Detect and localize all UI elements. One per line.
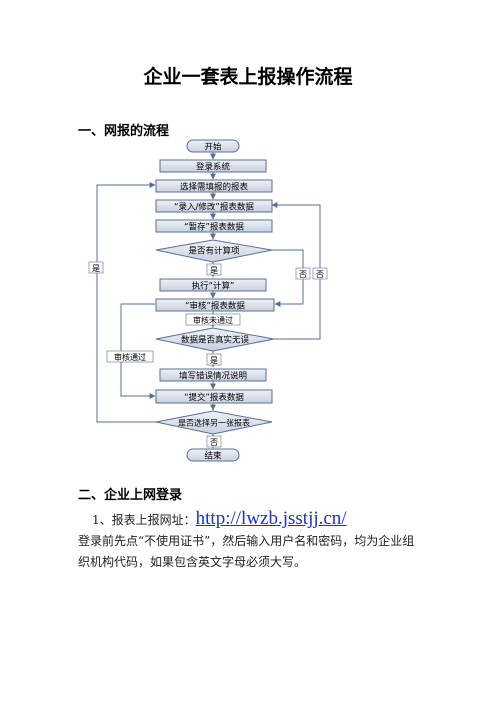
edge-label-data-no: 否	[316, 270, 324, 279]
section-heading-flow: 一、网报的流程	[78, 124, 170, 139]
flow-login-label: 登录系统	[196, 162, 231, 173]
flow-login	[159, 159, 267, 173]
flow-audit-label: “审核”报表数据	[185, 301, 245, 312]
edge-label-audit-fail: 审核未通过	[193, 315, 233, 325]
flow-exec-calc-label: 执行“计算”	[192, 281, 235, 292]
edge-label-choose-yes: 是	[92, 264, 100, 273]
section-heading-login: 二、企业上网登录	[78, 488, 183, 503]
flow-submit	[155, 389, 273, 404]
flow-input	[155, 199, 273, 213]
url-prefix: 1、报表上报网址：	[92, 513, 196, 527]
edge-label-choose-no: 否	[210, 438, 218, 447]
flow-fill-explain	[159, 368, 267, 382]
flow-end-label: 结束	[204, 451, 222, 462]
page-title: 企业一套表上报操作流程	[143, 66, 353, 88]
flow-submit-label: “提交”报表数据	[184, 392, 244, 403]
instruction-line-2: 织机构代码，如果包含英文字母必须大写。	[78, 555, 307, 569]
edge-label-audit-pass: 审核通过	[114, 352, 146, 362]
flow-select	[155, 179, 273, 193]
flow-decision-has-calc	[155, 239, 273, 263]
report-url-link[interactable]: http://lwzb.jsstjj.cn/	[195, 508, 347, 529]
edge-label-data-yes: 是	[210, 356, 218, 365]
flow-input-label: “录入/修改”报表数据	[174, 202, 254, 213]
flow-decision-data-true	[155, 327, 275, 352]
flow-decision-choose-other	[155, 410, 273, 435]
instruction-paragraph: 登录前先点“不使用证书”，然后输入用户名和密码，均为企业组 织机构代码，如果包含…	[78, 531, 438, 573]
flow-decision-choose-other-label: 是否选择另一张报表	[178, 418, 250, 428]
edge-label-calc-yes: 是	[210, 266, 218, 275]
flow-start	[186, 139, 240, 153]
instruction-line-1: 登录前先点“不使用证书”，然后输入用户名和密码，均为企业组	[78, 534, 415, 548]
flow-audit	[155, 298, 275, 312]
flow-save-label: “暂存”报表数据	[184, 222, 244, 233]
flow-end	[186, 448, 240, 462]
flow-decision-has-calc-label: 是否有计算项	[188, 246, 240, 257]
url-line: 1、报表上报网址：http://lwzb.jsstjj.cn/	[92, 508, 452, 531]
flow-save	[155, 219, 273, 233]
flow-fill-explain-label: 填写错误情况说明	[179, 371, 247, 382]
edge-label-calc-no: 否	[299, 270, 307, 279]
flow-decision-data-true-label: 数据是否真实无误	[181, 335, 250, 346]
flow-exec-calc	[159, 278, 267, 292]
flow-select-label: 选择需填报的报表	[180, 182, 249, 193]
flow-start-label: 开始	[204, 142, 222, 153]
